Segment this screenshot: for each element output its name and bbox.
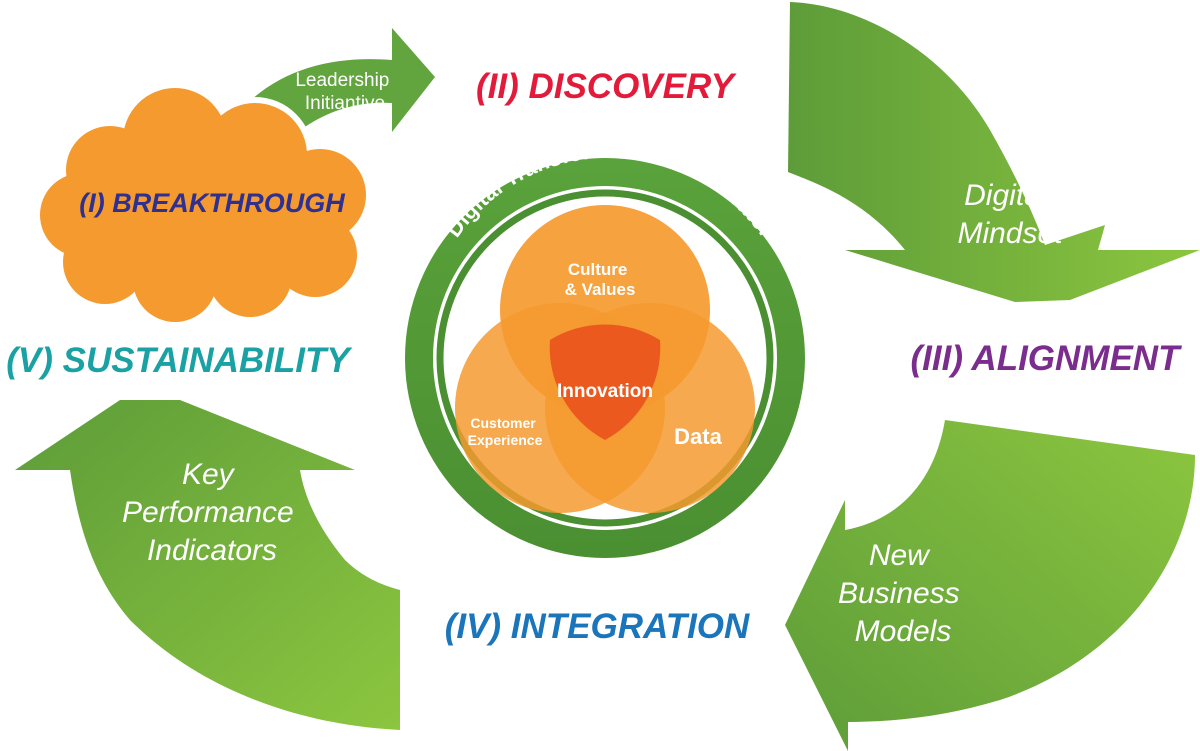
new-business-models-label: New Business Models xyxy=(838,539,968,648)
phase-breakthrough: (I) BREAKTHROUGH xyxy=(79,188,345,218)
breakthrough-cloud: (I) BREAKTHROUGH xyxy=(34,82,372,328)
venn-label-data: Data xyxy=(674,424,722,449)
new-business-models-arrow: New Business Models xyxy=(785,420,1195,751)
phase-integration: (IV) INTEGRATION xyxy=(445,607,750,646)
kpi-arrow: Key Performance Indicators xyxy=(15,400,400,730)
phase-discovery: (II) DISCOVERY xyxy=(476,67,737,106)
phase-sustainability: (V) SUSTAINABILITY xyxy=(6,341,352,380)
digital-mindset-arrow: Digital Mindset xyxy=(788,2,1200,302)
phase-alignment: (III) ALIGNMENT xyxy=(911,339,1183,378)
leadership-label: Leadership Initiantive xyxy=(295,70,394,114)
kpi-label: Key Performance Indicators xyxy=(122,458,302,567)
venn-label-customer: Customer Experience xyxy=(468,415,543,448)
venn-center-overlap xyxy=(549,324,661,440)
venn-label-innovation: Innovation xyxy=(557,381,653,402)
venn-label-culture: Culture & Values xyxy=(565,260,636,299)
venn-diagram: Culture & Values Customer Experience Dat… xyxy=(455,205,755,513)
digital-mindset-label: Digital Mindset xyxy=(957,179,1064,250)
